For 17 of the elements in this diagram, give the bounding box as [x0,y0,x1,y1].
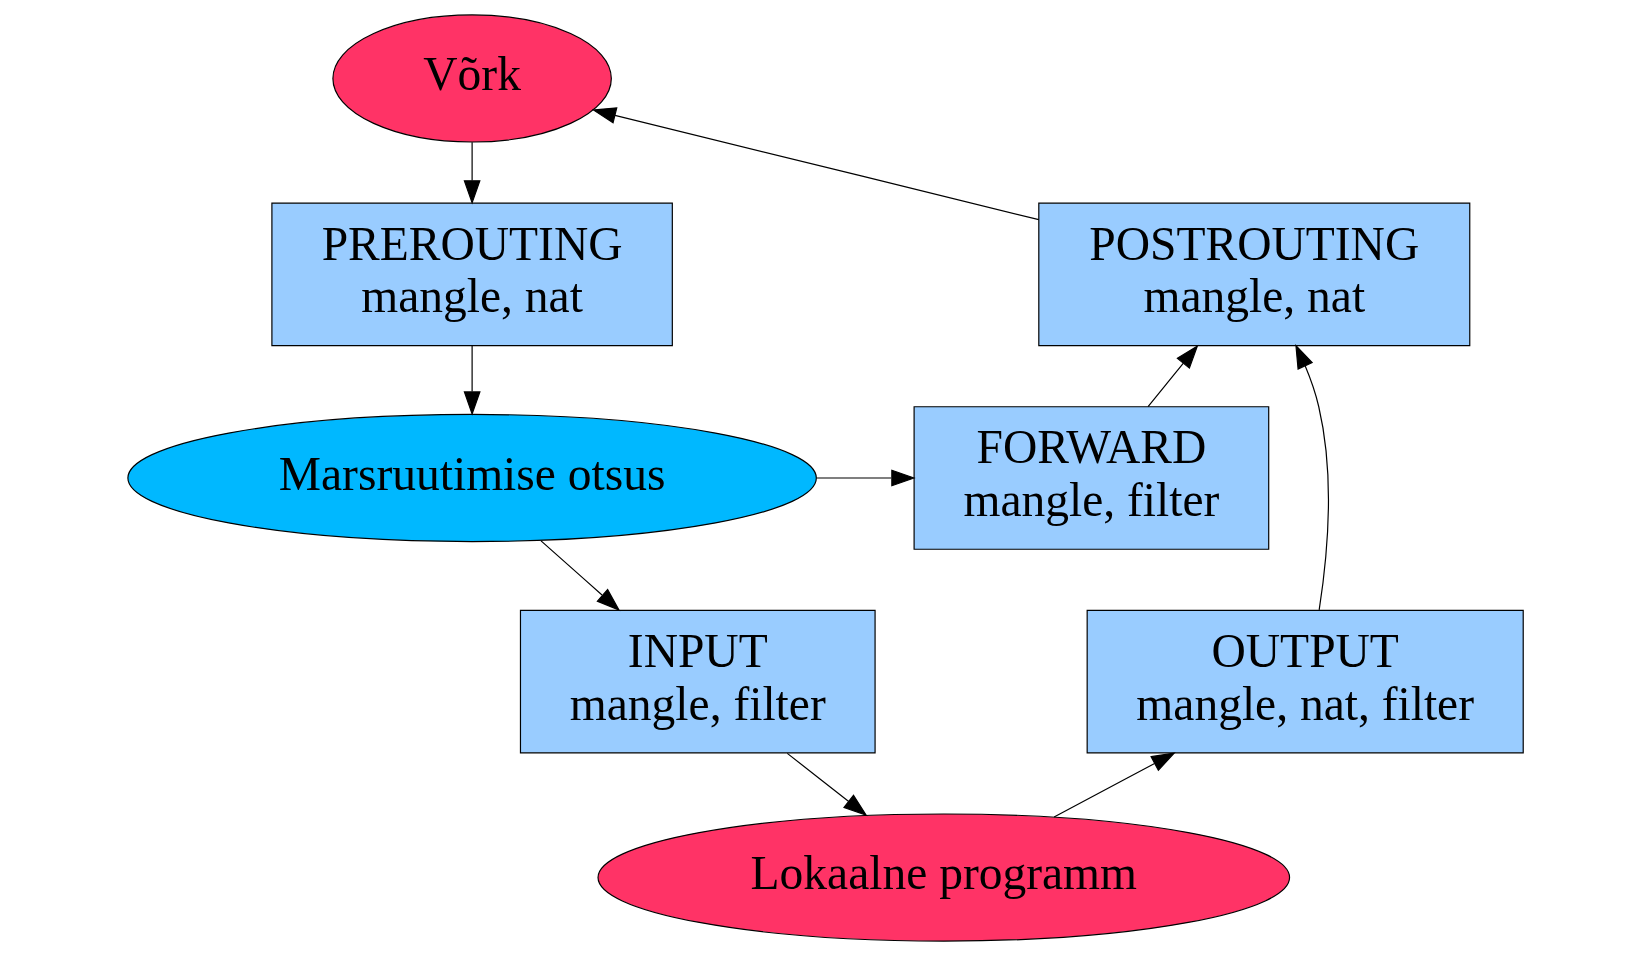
arrow [463,345,481,416]
node-box: INPUT mangle, filter [519,609,876,754]
arrow [463,141,481,205]
node-ellipse: Marsruutimise otsus [127,413,817,543]
node-box: FORWARD mangle, filter [913,406,1270,550]
arrow [1147,344,1199,408]
node-box: POSTROUTING mangle, nat [1038,202,1471,347]
node-box: PREROUTING mangle, nat [271,202,673,347]
arrow [540,540,621,612]
arrow [591,107,1040,221]
node-ellipse: Lokaalne programm [597,813,1291,942]
arrow [786,752,868,817]
arrow [816,469,916,487]
node-box: OUTPUT mangle, nat, filter [1086,609,1524,754]
arrow [1295,344,1329,611]
node-ellipse: Võrk [332,14,612,143]
arrow [1053,752,1176,818]
